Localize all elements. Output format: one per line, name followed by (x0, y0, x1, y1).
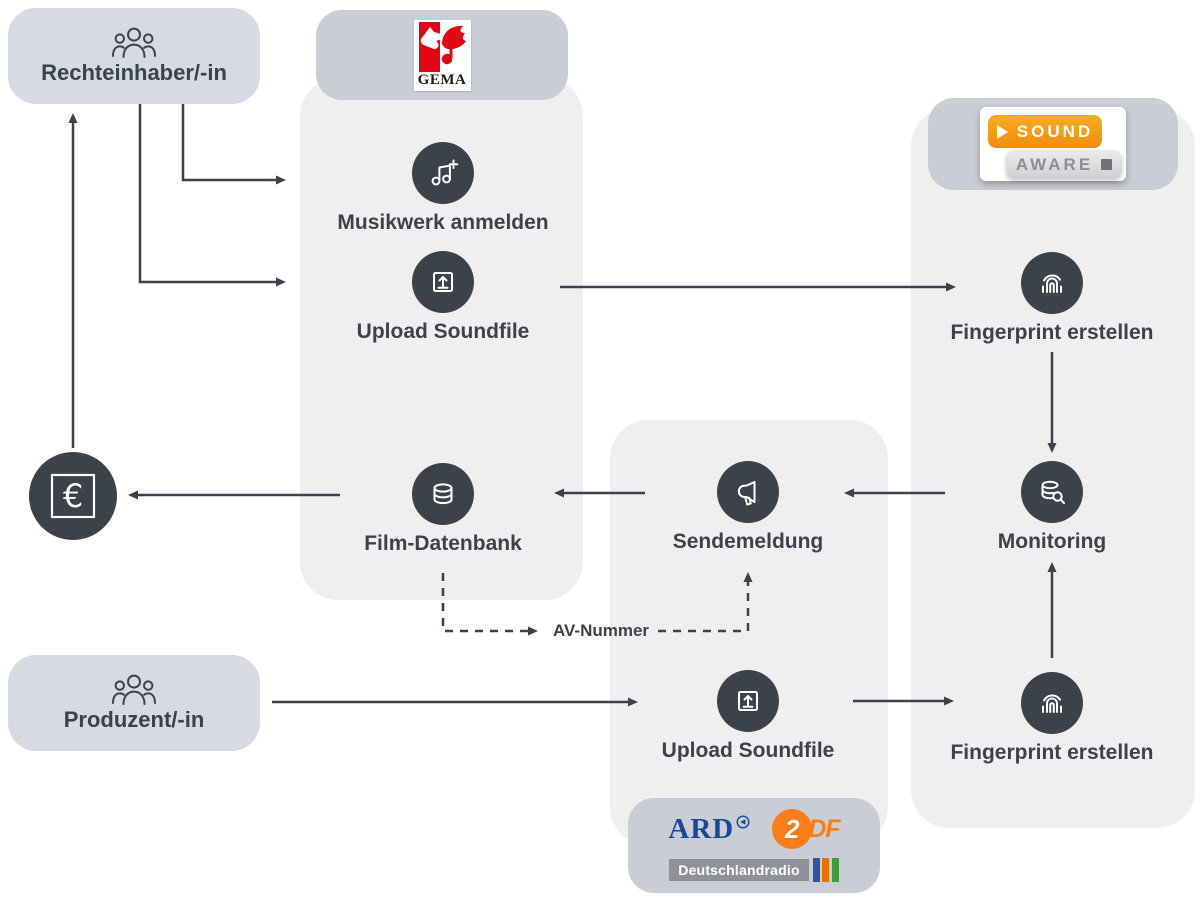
music-note-plus-icon (431, 159, 459, 186)
fingerprint-icon (1042, 694, 1062, 713)
people-icon (112, 27, 156, 58)
upload-soundfile-gema-label: Upload Soundfile (356, 320, 530, 343)
upload-icon (433, 272, 453, 292)
node-broadcast-report: Sendemeldung (598, 461, 898, 554)
fingerprint-top-label: Fingerprint erstellen (950, 321, 1154, 344)
soundaware-sound-pill: SOUND (988, 115, 1102, 148)
rights-holder-label: Rechteinhaber/-in (41, 60, 227, 85)
ard-circle-mark-icon (736, 814, 750, 829)
database-icon (433, 483, 453, 505)
av-number-label: AV-Nummer (553, 621, 650, 640)
gema-header-band: GEMA (316, 10, 568, 100)
producer-label: Produzent/-in (63, 707, 205, 732)
upload-icon (738, 691, 758, 711)
royalties-node: € (29, 452, 117, 540)
euro-icon: € (50, 473, 96, 519)
zdf-rest-text: DF (808, 814, 840, 843)
broadcaster-logos: ARD 2 DF Deutschlandradio (668, 809, 841, 882)
soundaware-aware-pill: AWARE (1006, 150, 1122, 179)
node-upload-soundfile-gema: Upload Soundfile (293, 251, 593, 344)
monitoring-label: Monitoring (997, 530, 1107, 553)
ard-logo: ARD (668, 812, 750, 845)
node-register-work: Musikwerk anmelden (293, 142, 593, 235)
broadcast-report-label: Sendemeldung (672, 530, 824, 553)
node-fingerprint-top: Fingerprint erstellen (902, 252, 1200, 345)
fingerprint-bottom-label: Fingerprint erstellen (950, 741, 1154, 764)
soundaware-header-band: SOUND AWARE (928, 98, 1178, 190)
gema-pegasus-icon (418, 21, 466, 72)
people-icon (112, 674, 156, 705)
fingerprint-icon (1042, 274, 1062, 293)
producer-card: Produzent/-in (8, 655, 260, 751)
node-monitoring: Monitoring (902, 461, 1200, 554)
arrow-rightsholder-to-register (181, 104, 286, 185)
deutschlandradio-bars-icon (812, 858, 839, 882)
megaphone-icon (737, 481, 756, 506)
zdf-circle-text: 2 (772, 809, 813, 849)
gema-logo: GEMA (413, 19, 471, 91)
soundaware-aware-text: AWARE (1015, 154, 1094, 174)
stop-icon (1101, 159, 1113, 170)
film-database-label: Film-Datenbank (364, 532, 522, 555)
broadcaster-footer-band: ARD 2 DF Deutschlandradio (628, 798, 880, 893)
gema-logo-text: GEMA (417, 71, 467, 88)
play-icon (996, 124, 1008, 139)
node-upload-soundfile-broadcaster: Upload Soundfile (598, 670, 898, 763)
node-fingerprint-bottom: Fingerprint erstellen (902, 672, 1200, 765)
soundaware-logo: SOUND AWARE (980, 107, 1126, 181)
upload-soundfile-broadcaster-label: Upload Soundfile (661, 739, 835, 762)
soundaware-sound-text: SOUND (1016, 121, 1094, 141)
ard-logo-text: ARD (668, 812, 735, 845)
database-search-icon (1041, 480, 1065, 504)
svg-text:€: € (63, 477, 83, 515)
rights-holder-card: Rechteinhaber/-in (8, 8, 260, 104)
zdf-logo: 2 DF (772, 809, 841, 849)
arrow-rightsholder-to-upload (138, 104, 286, 287)
deutschlandradio-logo: Deutschlandradio (669, 858, 839, 882)
deutschlandradio-text: Deutschlandradio (669, 859, 809, 881)
node-film-database: Film-Datenbank (293, 463, 593, 556)
register-work-label: Musikwerk anmelden (337, 211, 549, 234)
